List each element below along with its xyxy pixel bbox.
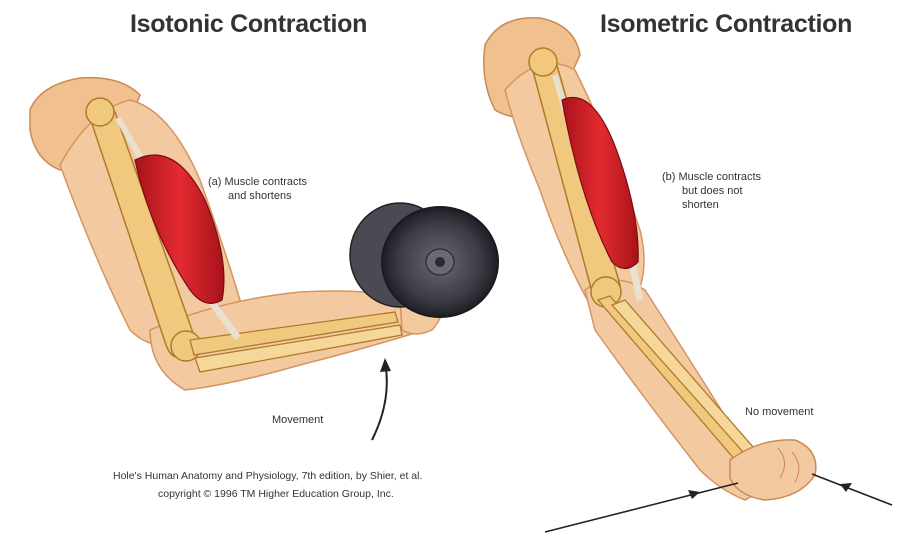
right-radius-bone: [598, 296, 752, 468]
isometric-arm: [484, 18, 816, 500]
credit-line2: copyright © 1996 TM Higher Education Gro…: [158, 488, 394, 500]
force-line-left: [545, 483, 738, 532]
isotonic-title: Isotonic Contraction: [130, 10, 367, 39]
force-line-right: [812, 474, 892, 505]
no-movement-label: No movement: [745, 405, 813, 419]
movement-arrow: [372, 362, 387, 440]
movement-arrowhead: [380, 358, 391, 372]
credit-line1: Hole's Human Anatomy and Physiology, 7th…: [113, 470, 422, 482]
isometric-title: Isometric Contraction: [600, 10, 852, 39]
label-b-line3: shorten: [682, 198, 719, 212]
label-a-line1: (a) Muscle contracts: [208, 175, 307, 189]
label-b-line2: but does not: [682, 184, 743, 198]
label-b-line1: (b) Muscle contracts: [662, 170, 761, 184]
movement-label: Movement: [272, 413, 323, 427]
label-a-line2: and shortens: [228, 189, 292, 203]
